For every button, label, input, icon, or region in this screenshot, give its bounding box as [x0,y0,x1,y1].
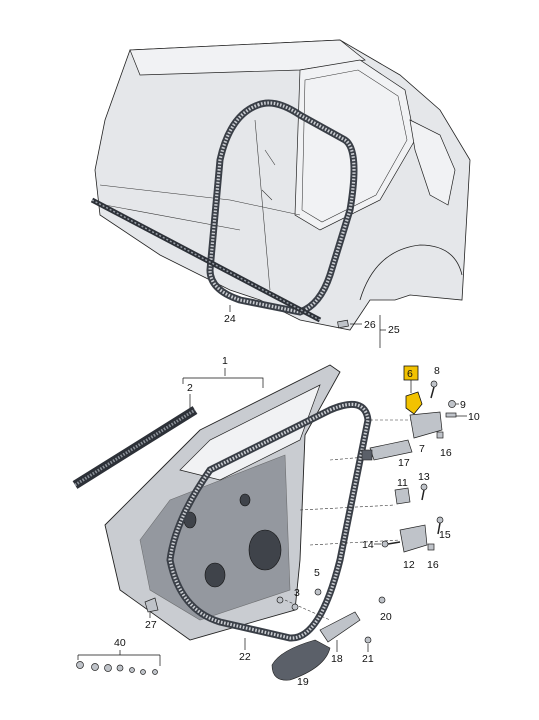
clip-part-26 [337,319,349,329]
callout-27: 27 [145,619,157,631]
callout-40: 40 [114,637,126,649]
callout-16a: 16 [440,447,452,459]
callout-3: 3 [294,587,300,599]
callout-24: 24 [224,313,236,325]
callout-19: 19 [297,676,309,688]
door-assembly-illustration [72,364,372,642]
callout-1: 1 [222,355,228,367]
callout-group-top: 24 26 25 [224,305,400,348]
callout-5: 5 [314,567,320,579]
callout-25: 25 [388,324,400,336]
callout-group-bottom: 1 2 6 8 9 10 7 16 17 13 11 15 14 12 16 5… [77,355,480,688]
callout-10: 10 [468,411,480,423]
callout-22: 22 [239,651,251,663]
callout-20: 20 [380,611,392,623]
callout-18: 18 [331,653,343,665]
callout-14: 14 [362,539,374,551]
callout-15: 15 [439,529,451,541]
callout-2: 2 [187,382,193,394]
callout-17: 17 [398,457,410,469]
car-body-illustration [90,39,471,331]
callout-13: 13 [418,471,430,483]
callout-21: 21 [362,653,374,665]
callout-7: 7 [419,443,425,455]
callout-16b: 16 [427,559,439,571]
callout-26: 26 [364,319,376,331]
callout-9: 9 [460,399,466,411]
callout-8: 8 [434,365,440,377]
callout-11: 11 [397,477,408,489]
hinge-hardware [76,380,457,681]
part-6-highlighted [405,391,423,415]
callout-12: 12 [403,559,415,571]
callout-6: 6 [407,368,413,380]
